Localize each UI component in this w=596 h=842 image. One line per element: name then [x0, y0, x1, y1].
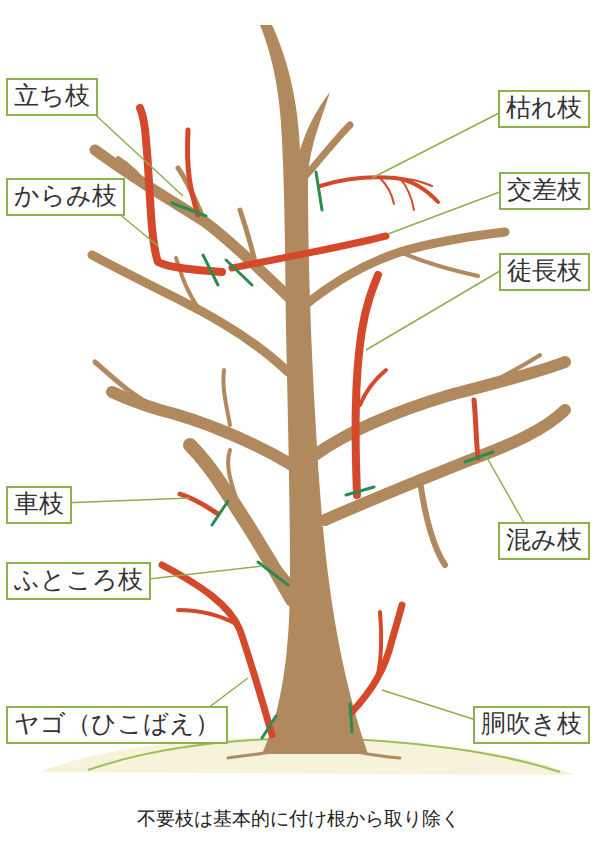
label-text: 混み枝 [506, 525, 582, 554]
trunk-sprout-label: 胴吹き枝 [473, 706, 590, 744]
tangled-branch-label: からみ枝 [6, 178, 125, 216]
crossing-branch-label: 交差枝 [499, 172, 590, 210]
label-text: 車枝 [14, 489, 64, 518]
upright-branch-label: 立ち枝 [6, 78, 98, 116]
whorl-branch-label: 車枝 [6, 486, 72, 524]
label-text: 立ち枝 [14, 81, 90, 110]
label-text: 枯れ枝 [506, 93, 582, 122]
dead-branch-label: 枯れ枝 [498, 90, 590, 128]
sucker-label: ヤゴ（ひこばえ） [6, 706, 228, 744]
label-text: ふところ枝 [14, 565, 143, 594]
crowded-branch-label: 混み枝 [498, 522, 590, 560]
label-text: 胴吹き枝 [481, 709, 582, 738]
label-text: 徒長枝 [507, 256, 582, 285]
label-text: 交差枝 [507, 175, 582, 204]
inner-branch-label: ふところ枝 [6, 562, 151, 600]
label-text: ヤゴ（ひこばえ） [14, 709, 220, 738]
water-sprout-label: 徒長枝 [499, 253, 590, 291]
label-text: からみ枝 [14, 181, 117, 210]
caption: 不要枝は基本的に付け根から取り除く [0, 806, 596, 832]
